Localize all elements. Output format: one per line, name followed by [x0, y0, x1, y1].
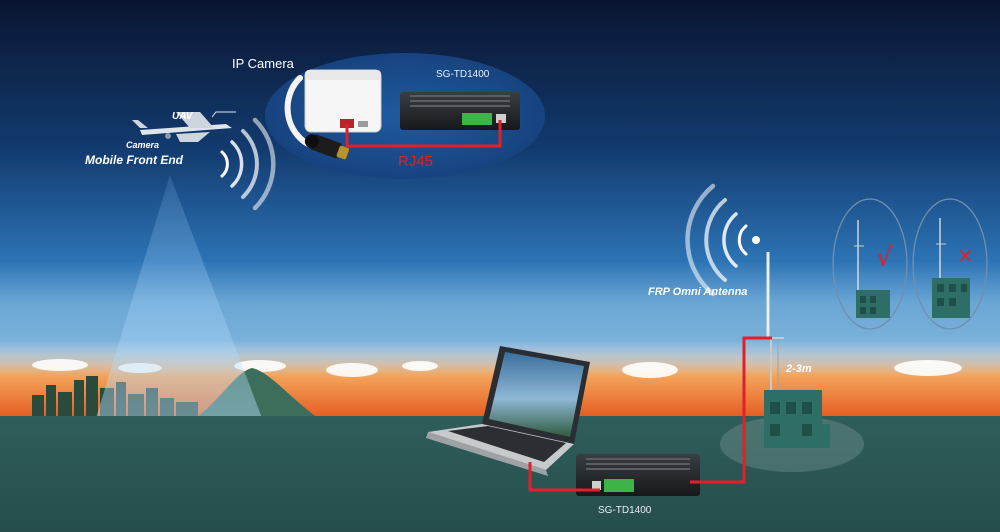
check-mark: √ — [876, 243, 893, 273]
camera-beam — [96, 175, 262, 418]
laptop-cable — [528, 462, 600, 492]
camera-label: Camera — [126, 140, 159, 150]
uav-leader — [211, 111, 236, 118]
device-top-label: SG-TD1400 — [436, 69, 490, 80]
rj45-cable — [345, 120, 502, 148]
mobile-front-end-label: Mobile Front End — [85, 153, 184, 167]
cross-mark: × — [957, 243, 974, 267]
antenna-signal-icon — [685, 183, 760, 297]
uav-label: UAV — [172, 111, 194, 122]
antenna-label: FRP Omni Antenna — [648, 286, 747, 298]
ip-camera — [284, 69, 382, 160]
device-top — [400, 92, 520, 130]
building — [764, 390, 830, 448]
antenna-cable — [690, 336, 772, 484]
height-label: 2-3m — [785, 363, 812, 375]
ip-camera-label: IP Camera — [232, 56, 295, 71]
comparison-correct — [832, 198, 908, 330]
device-bottom — [576, 454, 700, 496]
uav-drone — [132, 112, 232, 142]
clouds — [32, 359, 962, 378]
comparison-wrong — [912, 198, 988, 330]
laptop — [426, 346, 590, 476]
device-bottom-label: SG-TD1400 — [598, 505, 652, 516]
uav-signal-icon — [220, 117, 276, 211]
rj45-label: RJ45 — [398, 153, 433, 170]
